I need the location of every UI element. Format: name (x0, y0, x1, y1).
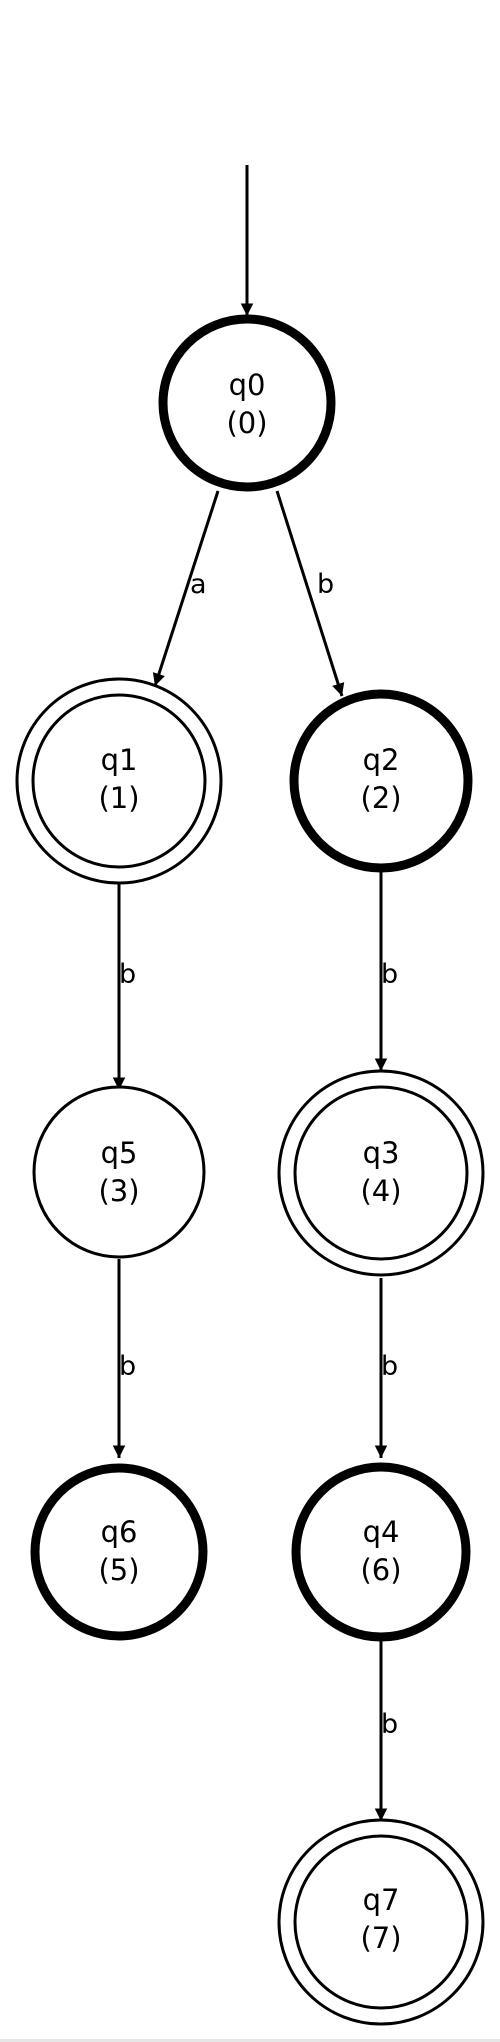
edge-label-q3-q4: b (381, 1351, 398, 1382)
state-q3[interactable]: q3 (4) (277, 1069, 485, 1277)
state-order-q5: (3) (98, 1174, 139, 1208)
edges-layer: a b b b b b b (112, 165, 398, 1821)
state-q4[interactable]: q4 (6) (291, 1462, 471, 1642)
state-order-q4: (6) (360, 1553, 401, 1587)
edge-q0-q2 (275, 490, 345, 697)
state-order-q3: (4) (360, 1174, 401, 1208)
edge-label-q0-q1: a (190, 569, 207, 600)
state-name-q5: q5 (101, 1136, 138, 1170)
state-q7[interactable]: q7 (7) (277, 1818, 485, 2026)
state-order-q7: (7) (360, 1921, 401, 1955)
state-name-q0: q0 (229, 368, 266, 402)
state-order-q2: (2) (360, 781, 401, 815)
state-q5[interactable]: q5 (3) (32, 1085, 206, 1259)
edge-label-q0-q2: b (317, 569, 334, 600)
state-name-q3: q3 (363, 1136, 400, 1170)
edge-label-q5-q6: b (119, 1351, 136, 1382)
state-order-q1: (1) (98, 781, 139, 815)
state-name-q6: q6 (101, 1515, 138, 1549)
state-q6[interactable]: q6 (5) (30, 1463, 208, 1641)
state-name-q4: q4 (363, 1515, 400, 1549)
edge-q0-q1 (152, 490, 220, 687)
state-name-q7: q7 (363, 1883, 400, 1917)
state-name-q2: q2 (363, 743, 400, 777)
state-order-q0: (0) (226, 406, 267, 440)
edge-label-q4-q7: b (381, 1709, 398, 1740)
state-name-q1: q1 (101, 743, 138, 777)
state-q0[interactable]: q0 (0) (158, 314, 336, 492)
bottom-border (0, 2039, 500, 2042)
state-q1[interactable]: q1 (1) (15, 677, 223, 885)
nodes-layer: q0 (0) q1 (1) q2 (2) q5 (3) q3 (4) q (15, 314, 485, 2026)
edge-label-q1-q5: b (119, 959, 136, 990)
edge-label-q2-q3: b (381, 959, 398, 990)
state-order-q6: (5) (98, 1553, 139, 1587)
state-q2[interactable]: q2 (2) (289, 689, 473, 873)
